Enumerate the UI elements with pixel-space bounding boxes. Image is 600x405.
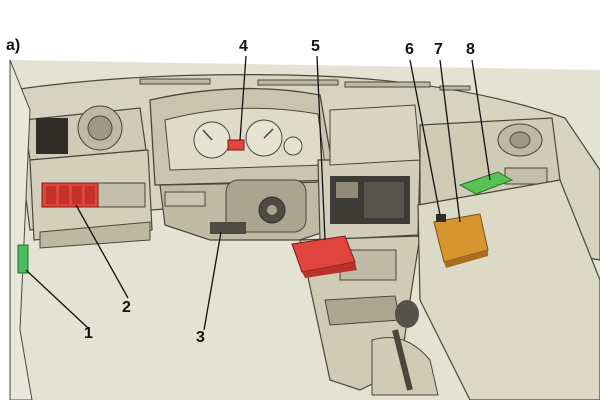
control-module [433,213,489,268]
side-module [458,171,514,195]
cluster-module [227,139,245,151]
figure-label: a) [6,37,21,54]
callout-8: 8 [466,41,475,58]
wire-connector [17,244,29,274]
callout-4: 4 [239,38,248,55]
instrument-cluster [149,87,336,186]
callout-6: 6 [405,41,414,58]
ignition-housing [210,222,246,234]
central-unit [291,235,357,278]
defrost-vents [139,78,471,91]
callout-2: 2 [122,299,131,316]
callout-7: 7 [434,41,443,58]
a-pillar [9,59,33,401]
gear-knob [395,300,419,328]
callout-1: 1 [84,325,93,342]
leader-lines [25,55,491,331]
fuse-relay-block [41,182,99,208]
callout-5: 5 [311,38,320,55]
center-console [299,159,439,396]
steering-column [159,179,331,241]
callout-3: 3 [196,329,205,346]
